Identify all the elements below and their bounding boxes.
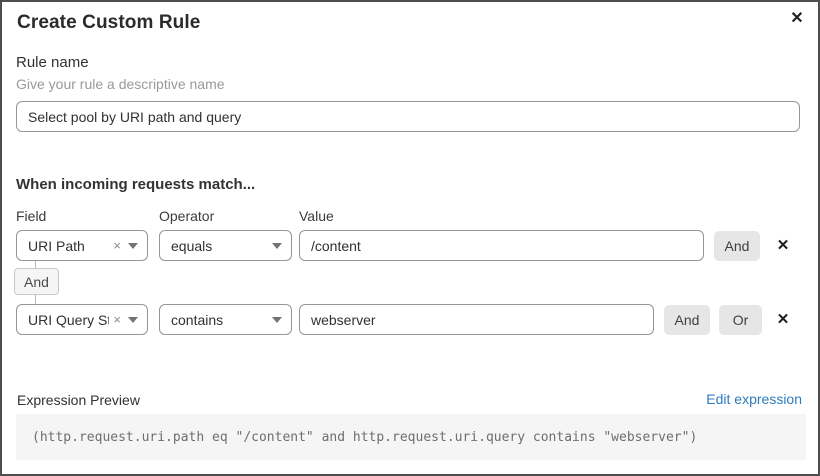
rule-name-label: Rule name [16, 54, 89, 71]
delete-row1-icon[interactable]: ✕ [770, 233, 796, 259]
operator-select-row2-value: contains [171, 311, 224, 328]
and-button-row1[interactable]: And [714, 231, 760, 261]
edit-expression-link[interactable]: Edit expression [706, 391, 802, 407]
field-select-row2-value: URI Query St... [28, 311, 109, 328]
column-label-field: Field [16, 208, 47, 224]
operator-select-row1[interactable]: equals [159, 230, 292, 261]
expression-code: (http.request.uri.path eq "/content" and… [16, 414, 806, 460]
clear-icon[interactable]: × [113, 238, 121, 253]
expression-preview-label: Expression Preview [17, 392, 140, 408]
connector-line-top [35, 261, 36, 268]
and-button-row2[interactable]: And [664, 305, 710, 335]
delete-row2-icon[interactable]: ✕ [770, 307, 796, 333]
matcher-heading: When incoming requests match... [16, 176, 256, 193]
caret-down-icon [128, 242, 138, 249]
caret-down-icon [128, 316, 138, 323]
caret-down-icon [272, 316, 282, 323]
or-button-row2[interactable]: Or [719, 305, 762, 335]
value-input-row1[interactable] [299, 230, 704, 261]
connector-line-bottom [35, 295, 36, 304]
close-icon[interactable]: ✕ [786, 8, 808, 30]
value-input-row2[interactable] [299, 304, 654, 335]
field-select-row1[interactable]: URI Path × [16, 230, 148, 261]
rule-name-input[interactable] [16, 101, 800, 132]
column-label-operator: Operator [159, 208, 215, 224]
field-select-row1-value: URI Path [28, 237, 85, 254]
caret-down-icon [272, 242, 282, 249]
column-label-value: Value [299, 208, 334, 224]
operator-select-row2[interactable]: contains [159, 304, 292, 335]
rule-name-helper: Give your rule a descriptive name [16, 76, 225, 92]
connector-and-pill: And [14, 268, 59, 295]
operator-select-row1-value: equals [171, 237, 213, 254]
page-title: Create Custom Rule [17, 12, 201, 33]
field-select-row2[interactable]: URI Query St... × [16, 304, 148, 335]
clear-icon[interactable]: × [113, 312, 121, 327]
